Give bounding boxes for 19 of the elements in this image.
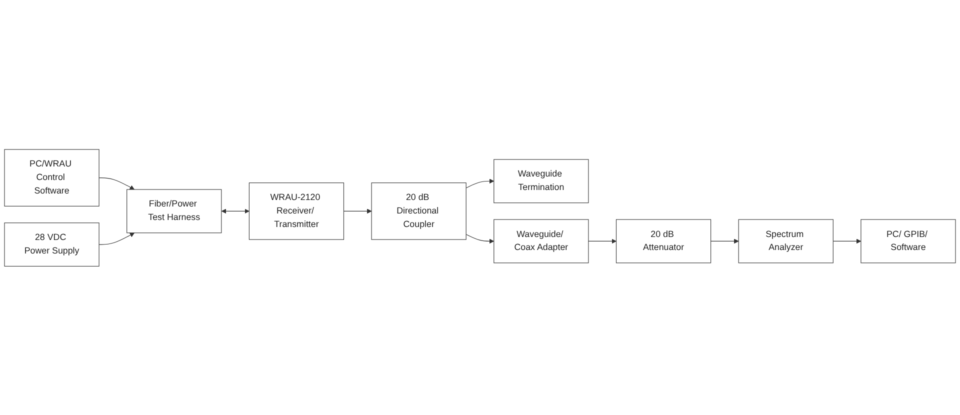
arrow	[466, 178, 494, 188]
arrow	[221, 208, 250, 214]
node-box: PC/WRAU Control Software	[4, 148, 100, 206]
node-box: Waveguide Termination	[494, 158, 589, 203]
arrow	[832, 238, 862, 244]
node-box: Fiber/Power Test Harness	[126, 188, 222, 233]
arrow	[343, 208, 372, 214]
node-box: 28 VDC Power Supply	[4, 222, 100, 266]
node-box: WRAU-2120 Receiver/ Transmitter	[248, 182, 344, 240]
arrow	[588, 238, 616, 244]
node-box: 20 dB Directional Coupler	[371, 182, 466, 240]
arrow	[98, 177, 135, 190]
arrow	[466, 234, 494, 244]
arrow	[98, 232, 135, 244]
node-box: Spectrum Analyzer	[738, 218, 834, 263]
node-box: 20 dB Attenuator	[616, 218, 712, 263]
node-box: Waveguide/ Coax Adapter	[494, 218, 589, 263]
node-box: PC/ GPIB/ Software	[860, 218, 956, 263]
arrow	[710, 238, 739, 244]
